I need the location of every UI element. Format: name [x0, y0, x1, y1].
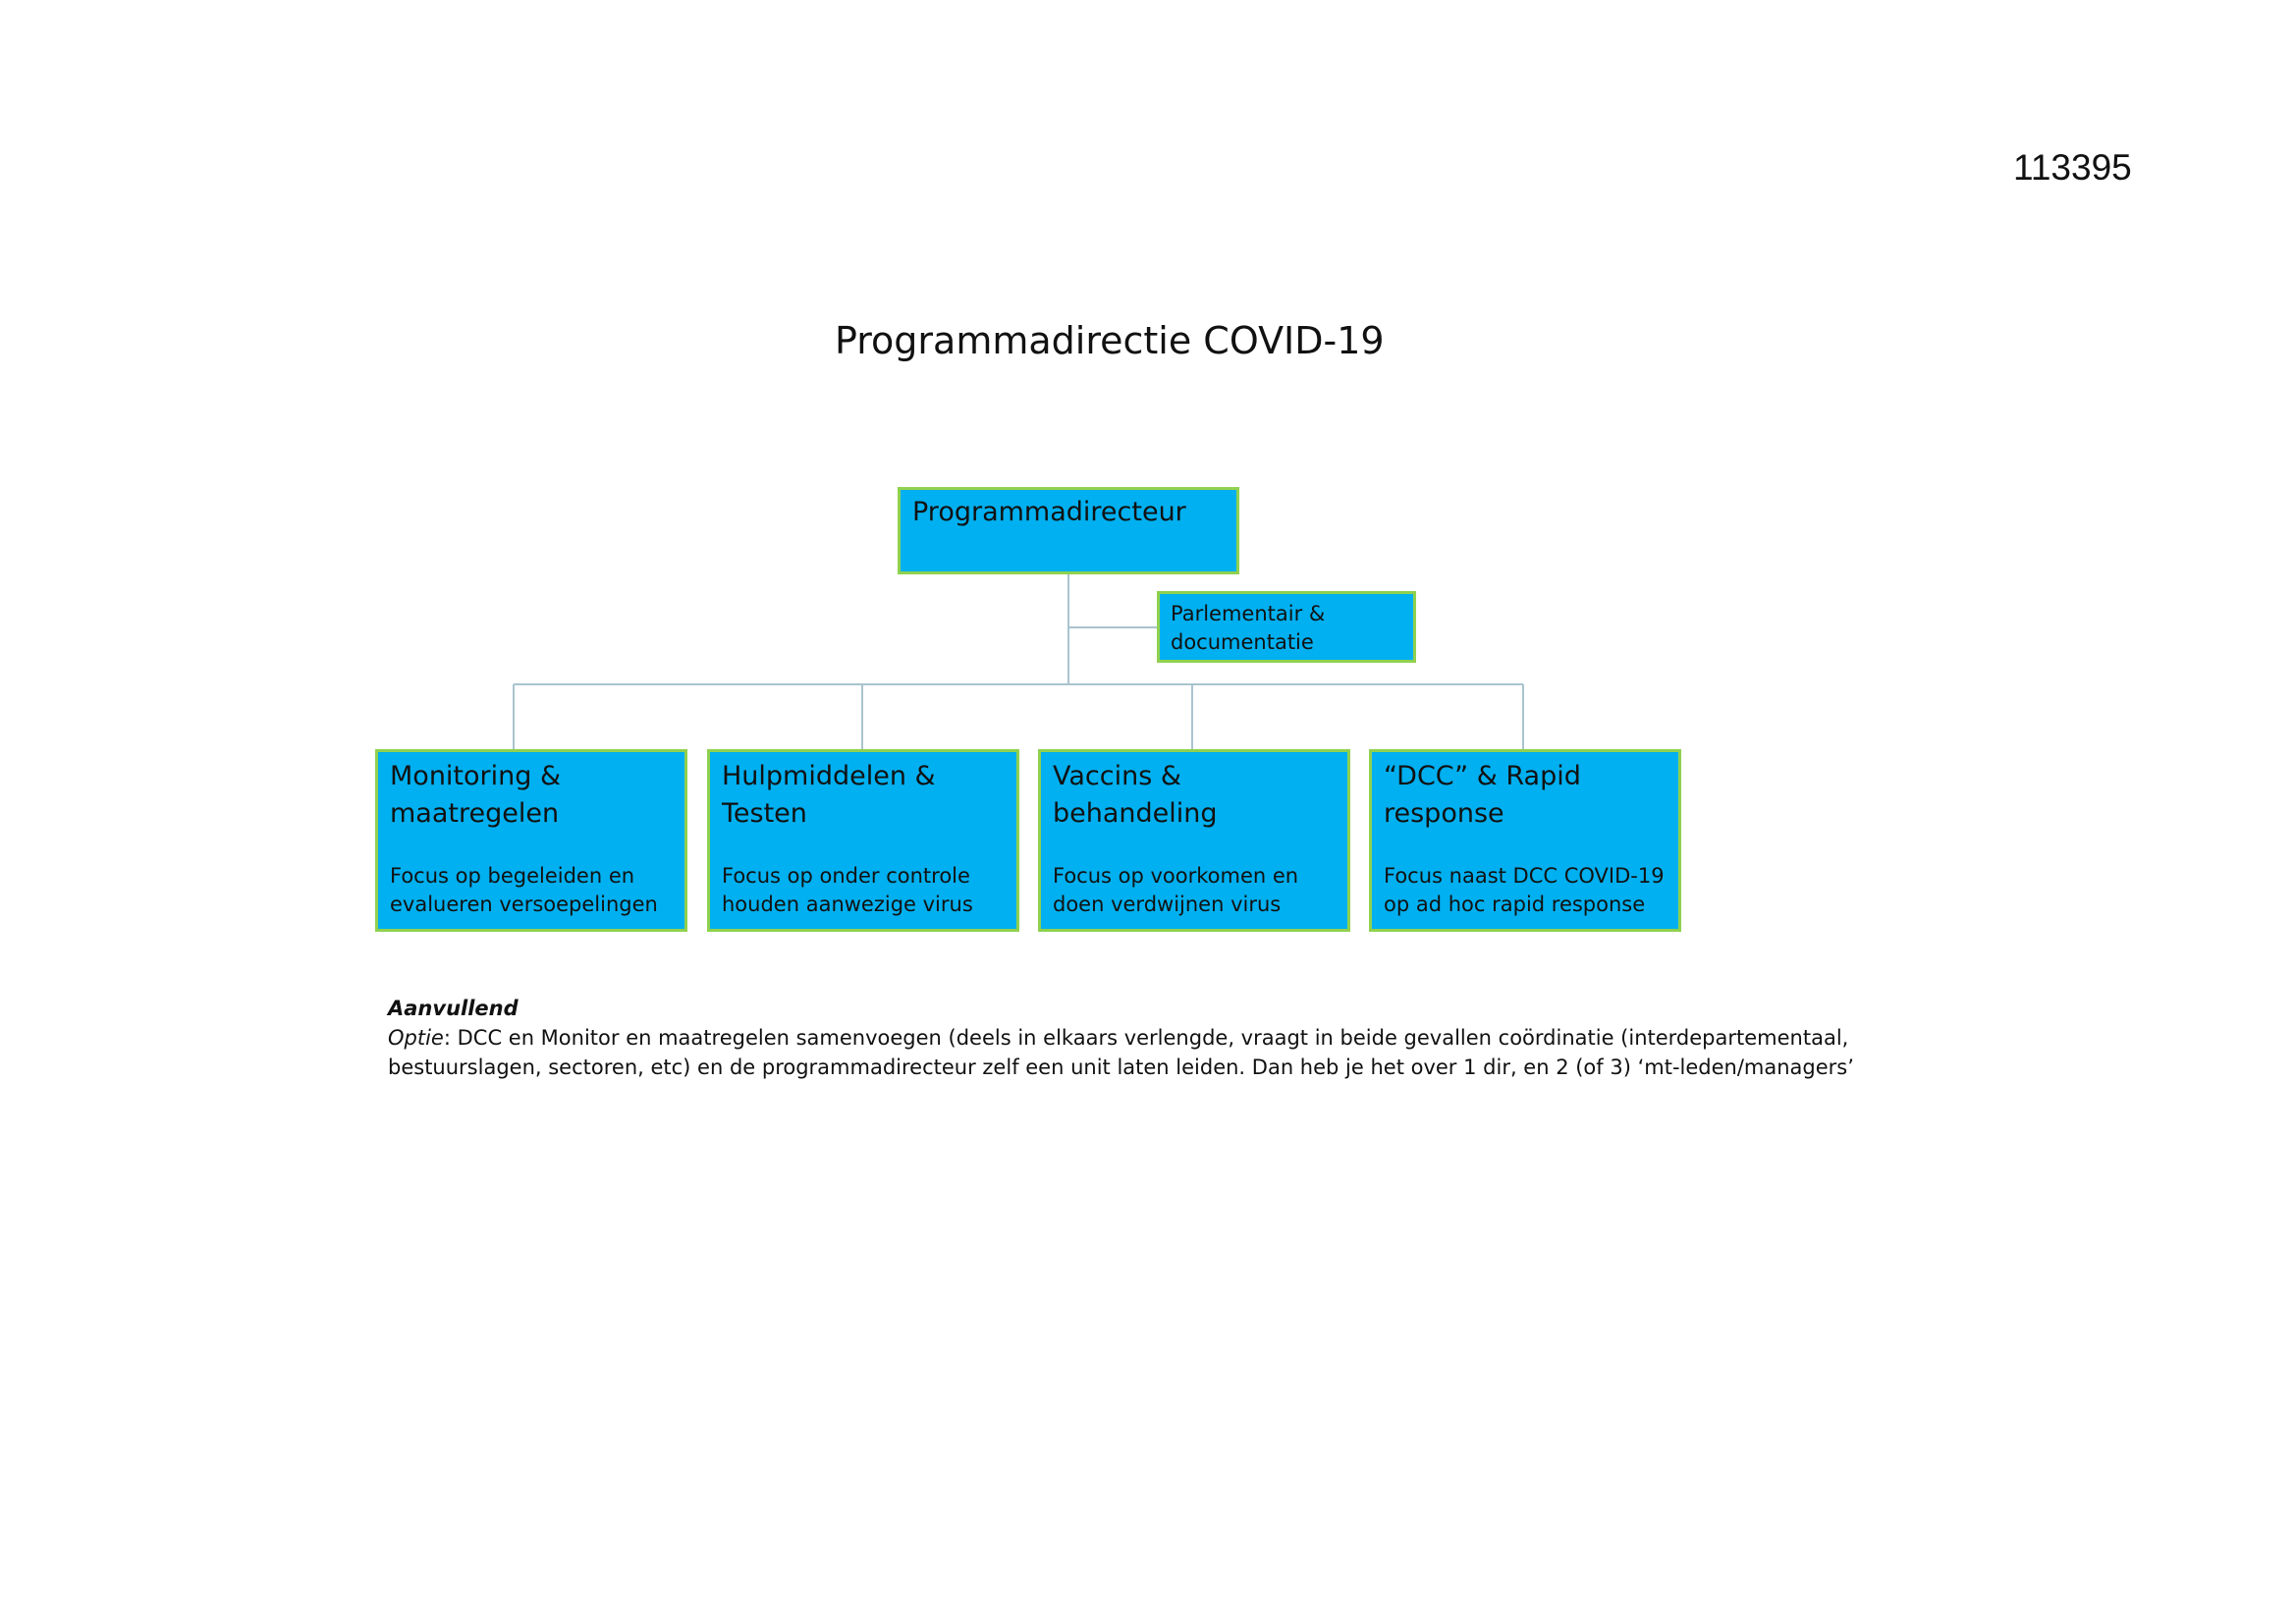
unit-focus: Focus op voorkomen en doen verdwijnen vi… [1053, 864, 1299, 916]
unit-title: “DCC” & Rapid response [1384, 761, 1581, 829]
unit-title: Vaccins & behandeling [1053, 761, 1218, 829]
option-text: : DCC en Monitor en maatregelen samenvoe… [388, 1026, 1854, 1079]
option-label: Optie [388, 1026, 444, 1050]
parlementair-documentatie-label: Parlementair & documentatie [1171, 602, 1326, 654]
notes-option: Optie: DCC en Monitor en maatregelen sam… [388, 1023, 1861, 1082]
unit-hulpmiddelen-testen: Hulpmiddelen & Testen Focus op onder con… [707, 749, 1019, 932]
unit-focus: Focus op begeleiden en evalueren versoep… [390, 864, 658, 916]
programmadirecteur-label: Programmadirecteur [912, 497, 1186, 527]
unit-monitoring-maatregelen: Monitoring & maatregelen Focus op begele… [375, 749, 687, 932]
document-number: 113395 [2013, 147, 2132, 188]
unit-focus: Focus naast DCC COVID-19 op ad hoc rapid… [1384, 864, 1665, 916]
parlementair-documentatie-box: Parlementair & documentatie [1157, 591, 1416, 663]
notes-section: Aanvullend Optie: DCC en Monitor en maat… [388, 994, 1861, 1082]
page-title: Programmadirectie COVID-19 [835, 319, 1385, 362]
notes-heading: Aanvullend [388, 997, 519, 1020]
unit-vaccins-behandeling: Vaccins & behandeling Focus op voorkomen… [1038, 749, 1350, 932]
programmadirecteur-box: Programmadirecteur [898, 487, 1239, 574]
unit-dcc-rapid-response: “DCC” & Rapid response Focus naast DCC C… [1369, 749, 1681, 932]
unit-focus: Focus op onder controle houden aanwezige… [722, 864, 973, 916]
unit-title: Hulpmiddelen & Testen [722, 761, 936, 829]
unit-title: Monitoring & maatregelen [390, 761, 562, 829]
